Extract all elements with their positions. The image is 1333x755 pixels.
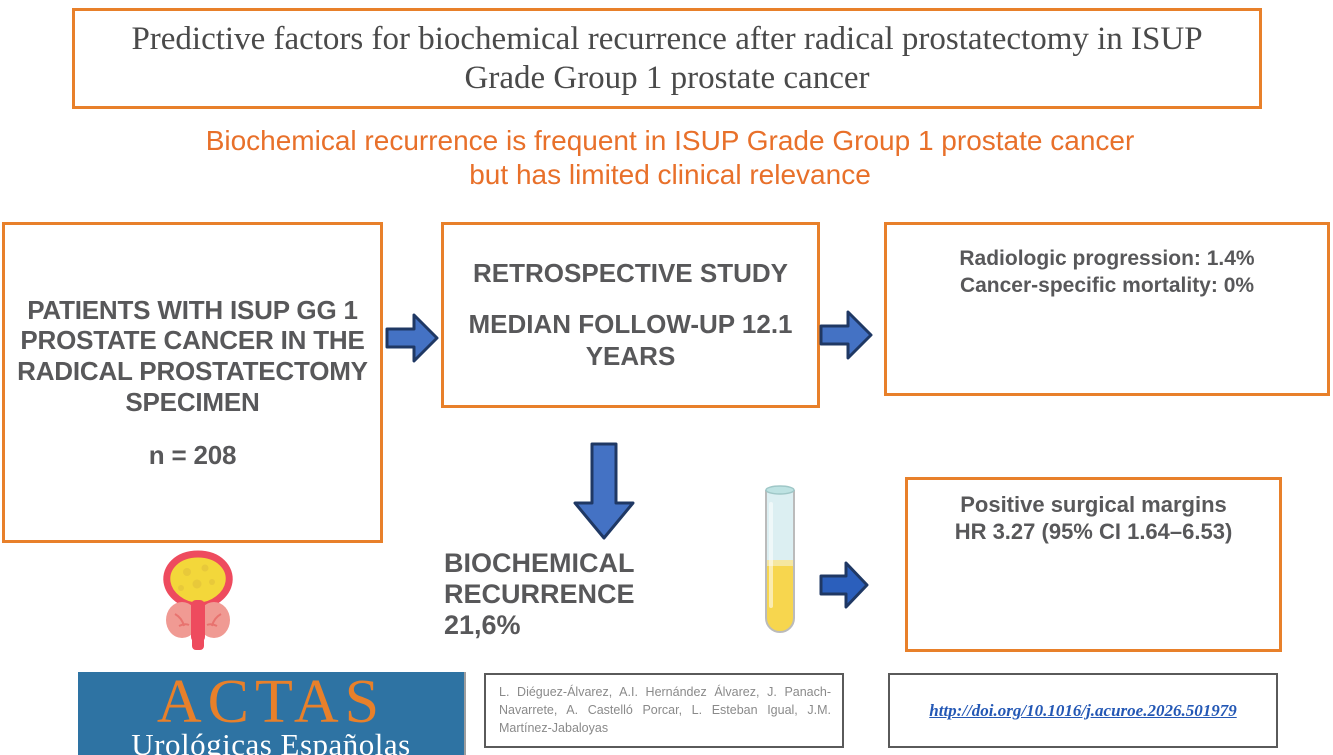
surgical-margins-label: Positive surgical margins xyxy=(960,492,1227,517)
arrow-right-icon-1 xyxy=(385,313,439,363)
subtitle-line-1: Biochemical recurrence is frequent in IS… xyxy=(205,125,1135,156)
biochemical-recurrence-value: 21,6% xyxy=(444,609,521,640)
biochemical-recurrence-label: BIOCHEMICAL RECURRENCE xyxy=(444,548,635,609)
surgical-margins-box: Positive surgical margins HR 3.27 (95% C… xyxy=(905,477,1282,652)
authors-list: L. Diéguez-Álvarez, A.I. Hernández Álvar… xyxy=(499,685,831,735)
journal-logo: ACTAS Urológicas Españolas xyxy=(78,672,466,755)
journal-logo-title: ACTAS xyxy=(156,672,386,736)
arrow-right-icon-2 xyxy=(819,310,873,360)
study-followup-label: MEDIAN FOLLOW-UP 12.1 YEARS xyxy=(468,309,793,371)
patients-box-body: PATIENTS WITH ISUP GG 1 PROSTATE CANCER … xyxy=(17,294,368,417)
page-title: Predictive factors for biochemical recur… xyxy=(131,20,1203,96)
cancer-mortality-label: Cancer-specific mortality: 0% xyxy=(959,274,1255,298)
patients-count: n = 208 xyxy=(148,439,237,470)
subtitle-line-2: but has limited clinical relevance xyxy=(469,159,871,191)
title-box: Predictive factors for biochemical recur… xyxy=(72,8,1262,109)
arrow-right-icon-3 xyxy=(819,561,869,609)
radiologic-progression-label: Radiologic progression: 1.4% xyxy=(959,247,1255,270)
study-box: RETROSPECTIVE STUDY MEDIAN FOLLOW-UP 12.… xyxy=(441,222,820,408)
prostate-anatomy-icon xyxy=(163,550,233,650)
biochemical-recurrence-block: BIOCHEMICAL RECURRENCE 21,6% xyxy=(444,548,744,640)
study-design-label: RETROSPECTIVE STUDY xyxy=(473,258,788,289)
test-tube-icon xyxy=(765,485,795,633)
doi-box: http://doi.org/10.1016/j.acuroe.2026.501… xyxy=(888,673,1278,748)
doi-link[interactable]: http://doi.org/10.1016/j.acuroe.2026.501… xyxy=(929,700,1237,720)
surgical-margins-hr: HR 3.27 (95% CI 1.64–6.53) xyxy=(954,519,1233,545)
subtitle-block: Biochemical recurrence is frequent in IS… xyxy=(90,124,1250,192)
arrow-down-icon xyxy=(573,442,635,540)
outcomes-box: Radiologic progression: 1.4% Cancer-spec… xyxy=(884,222,1330,396)
authors-box: L. Diéguez-Álvarez, A.I. Hernández Álvar… xyxy=(484,673,844,748)
journal-logo-subtitle: Urológicas Españolas xyxy=(131,726,411,755)
patients-box: PATIENTS WITH ISUP GG 1 PROSTATE CANCER … xyxy=(2,222,383,543)
